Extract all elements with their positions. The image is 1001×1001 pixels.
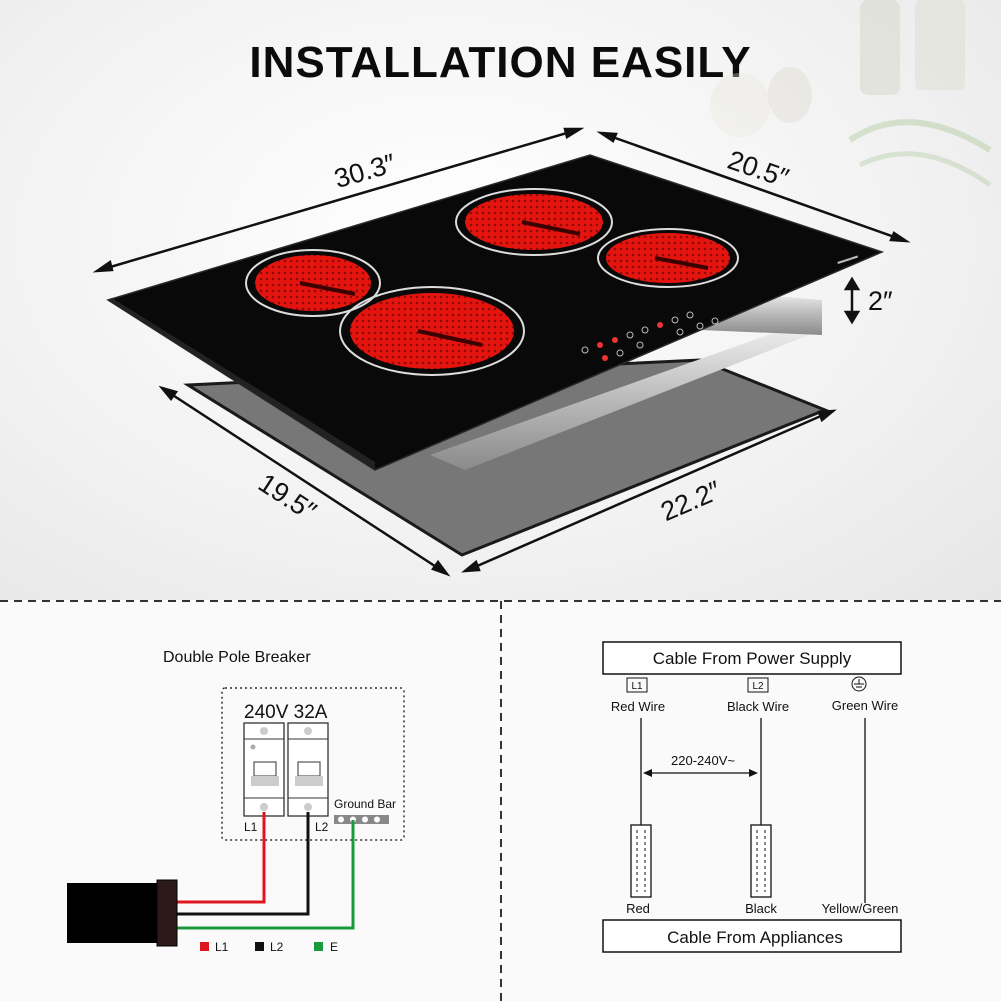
- legend-l2-label: L2: [270, 940, 284, 954]
- ground-symbol-icon: [851, 676, 867, 692]
- red-bottom-label: Red: [626, 901, 650, 916]
- yellow-green-bottom-label: Yellow/Green: [822, 901, 899, 916]
- wire-legend: L1 L2 E: [200, 940, 338, 954]
- breaker-l2-label: L2: [315, 820, 329, 834]
- terminal-l2-box: [747, 677, 769, 693]
- cable-connector: [156, 879, 178, 947]
- appliance-box: [67, 883, 159, 943]
- red-wire-plug: [630, 824, 652, 898]
- legend-l1-label: L1: [215, 940, 229, 954]
- cooktop-body: [430, 320, 822, 470]
- legend-e-swatch: [314, 942, 323, 951]
- voltage-arrow: [643, 769, 758, 777]
- wire-l2-black: [177, 812, 310, 916]
- terminal-l1-box: [626, 677, 648, 693]
- burner-front-right: [597, 228, 739, 288]
- ground-bar-label: Ground Bar: [334, 797, 396, 811]
- touch-control-panel: [581, 311, 719, 361]
- breaker-rating: 240V 32A: [244, 702, 328, 723]
- product-illustration: INSTALLATION EASILY: [0, 0, 1001, 600]
- legend-e-label: E: [330, 940, 338, 954]
- burner-front-left: [339, 286, 525, 376]
- appliance-cable-label: Cable From Appliances: [667, 928, 843, 947]
- power-supply-label: Cable From Power Supply: [653, 649, 852, 668]
- terminal-l1-symbol: L1: [631, 681, 643, 692]
- green-wire-label: Green Wire: [832, 698, 898, 713]
- black-wire-plug: [750, 824, 772, 898]
- kitchen-background: [710, 0, 992, 188]
- legend-l1-swatch: [200, 942, 209, 951]
- breaker-pole-l1: [243, 722, 285, 817]
- wire-e-green: [177, 820, 355, 930]
- red-wire-label: Red Wire: [611, 699, 665, 714]
- wire-l1-red: [177, 812, 266, 904]
- voltage-label: 220-240V~: [671, 753, 735, 768]
- cooktop-drawing: ▬▬▬: [92, 0, 992, 577]
- legend-l2-swatch: [255, 942, 264, 951]
- burner-back-left: [245, 249, 381, 317]
- breaker-pole-l2: [287, 722, 329, 817]
- dimension-height: 2″: [868, 286, 893, 316]
- breaker-heading: Double Pole Breaker: [163, 649, 311, 666]
- power-supply-box: [602, 641, 902, 675]
- terminal-l2-symbol: L2: [752, 681, 764, 692]
- breaker-l1-label: L1: [244, 820, 258, 834]
- black-wire-label: Black Wire: [727, 699, 789, 714]
- burner-back-right: [455, 188, 613, 256]
- page-title: INSTALLATION EASILY: [249, 38, 752, 87]
- black-bottom-label: Black: [745, 901, 777, 916]
- appliance-cable-box: [602, 919, 902, 953]
- ground-bar: [334, 815, 389, 824]
- dimension-arrows: [92, 127, 911, 577]
